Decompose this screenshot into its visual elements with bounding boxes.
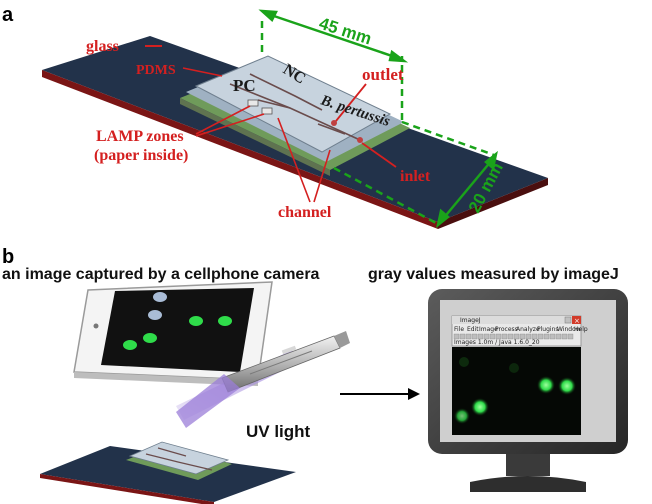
tool-zoom-icon[interactable] xyxy=(507,333,514,340)
tool-arrow-icon[interactable] xyxy=(567,333,574,340)
outlet-label: outlet xyxy=(362,65,404,84)
inlet-port xyxy=(357,137,363,143)
computer-monitor: ImageJ × File Edit Image Process Analyze… xyxy=(428,289,628,492)
menu-analyze[interactable]: Analyze xyxy=(516,326,540,333)
imagej-menubar: File Edit Image Process Analyze Plugins … xyxy=(454,326,588,333)
panel-a-label: a xyxy=(2,4,14,26)
device-channels xyxy=(229,73,361,141)
tool-angle-icon[interactable] xyxy=(483,333,490,340)
device-pdms-chip xyxy=(194,55,392,153)
tool-custom3-icon[interactable] xyxy=(537,333,544,340)
glass-label: glass xyxy=(86,38,119,55)
tool-custom5-icon[interactable] xyxy=(549,333,556,340)
lamp-leader-1 xyxy=(195,105,251,135)
monitor-neck xyxy=(506,454,550,476)
fluorescence-image xyxy=(452,347,581,435)
faint-spot-2 xyxy=(509,363,519,373)
imagej-title: ImageJ xyxy=(460,317,481,324)
tool-polygon-icon[interactable] xyxy=(465,333,472,340)
menu-image[interactable]: Image xyxy=(479,326,498,333)
negative-spot-2 xyxy=(148,310,162,320)
lamp-leader-2 xyxy=(195,113,265,137)
paper-inside-label: (paper inside) xyxy=(94,147,188,164)
fluorescent-spot-1 xyxy=(537,376,555,394)
positive-spot-3 xyxy=(123,340,137,350)
menu-window[interactable]: Window xyxy=(557,326,581,333)
fluorescent-spot-3 xyxy=(471,398,489,416)
phone-camera-icon xyxy=(93,323,99,329)
tool-custom4-icon[interactable] xyxy=(543,333,550,340)
tool-freehand-icon[interactable] xyxy=(471,333,478,340)
imagej-toolbar xyxy=(453,333,574,340)
device-small xyxy=(40,441,296,504)
tool-custom7-icon[interactable] xyxy=(561,333,568,340)
tool-custom2-icon[interactable] xyxy=(531,333,538,340)
imagej-close-button[interactable] xyxy=(572,316,581,324)
imagej-status: Images 1.0m / Java 1.6.0_20 xyxy=(454,339,540,346)
tool-hand-icon[interactable] xyxy=(513,333,520,340)
panel-a: a xyxy=(2,4,548,229)
panel-b: b an image captured by a cellphone camer… xyxy=(2,246,628,504)
inlet-leader xyxy=(361,142,397,168)
positive-spot-4 xyxy=(143,333,157,343)
tool-dropper-icon[interactable] xyxy=(519,333,526,340)
caption-cellphone: an image captured by a cellphone camera xyxy=(2,266,320,283)
pc-label: PC xyxy=(233,76,256,95)
faint-spot-1 xyxy=(459,357,469,367)
fluorescent-spot-2 xyxy=(558,377,576,395)
tool-oval-icon[interactable] xyxy=(459,333,466,340)
menu-help[interactable]: Help xyxy=(574,326,588,333)
menu-plugins[interactable]: Plugins xyxy=(537,326,559,333)
lamp-zones-label: LAMP zones xyxy=(96,128,184,145)
menu-process[interactable]: Process xyxy=(495,326,518,333)
uv-beam xyxy=(176,374,240,428)
imagej-window: ImageJ × File Edit Image Process Analyze… xyxy=(451,315,588,347)
caption-imagej: gray values measured by imageJ xyxy=(368,266,619,283)
channel-leader-1 xyxy=(277,117,311,203)
tool-wand-icon[interactable] xyxy=(495,333,502,340)
imagej-minimize-button[interactable] xyxy=(564,316,572,324)
panel-b-label: b xyxy=(2,246,14,268)
positive-spot-2 xyxy=(218,316,232,326)
uv-light-label: UV light xyxy=(246,422,311,441)
tool-custom1-icon[interactable] xyxy=(525,333,532,340)
dimension-box xyxy=(260,16,495,225)
cellphone xyxy=(73,281,273,386)
close-icon: × xyxy=(574,317,580,325)
dimension-arrows xyxy=(258,9,498,229)
fluorescent-spot-4 xyxy=(454,408,470,424)
inlet-label: inlet xyxy=(400,168,431,185)
tool-custom6-icon[interactable] xyxy=(555,333,562,340)
monitor-base xyxy=(470,476,586,492)
positive-spot-1 xyxy=(189,316,203,326)
glass-slide-edge-side xyxy=(438,178,548,229)
flow-arrow xyxy=(340,388,420,400)
outlet-leader xyxy=(335,83,367,122)
phone-screen xyxy=(101,288,254,372)
pdms-label: PDMS xyxy=(136,63,176,78)
pdms-leader xyxy=(182,67,223,77)
negative-spot-1 xyxy=(153,292,167,302)
tool-rect-icon[interactable] xyxy=(453,333,460,340)
glass-slide-edge xyxy=(42,70,438,229)
menu-file[interactable]: File xyxy=(454,326,464,333)
lamp-zone-1 xyxy=(247,99,259,107)
dim-45mm-label: 45 mm xyxy=(317,14,374,49)
channel-label: channel xyxy=(278,204,332,221)
lamp-zone-2 xyxy=(261,107,273,115)
tool-text-icon[interactable] xyxy=(501,333,508,340)
channel-leader-2 xyxy=(313,149,331,203)
menu-edit[interactable]: Edit xyxy=(467,326,479,333)
tool-line-icon[interactable] xyxy=(477,333,484,340)
tool-point-icon[interactable] xyxy=(489,333,496,340)
outlet-port xyxy=(331,120,337,126)
